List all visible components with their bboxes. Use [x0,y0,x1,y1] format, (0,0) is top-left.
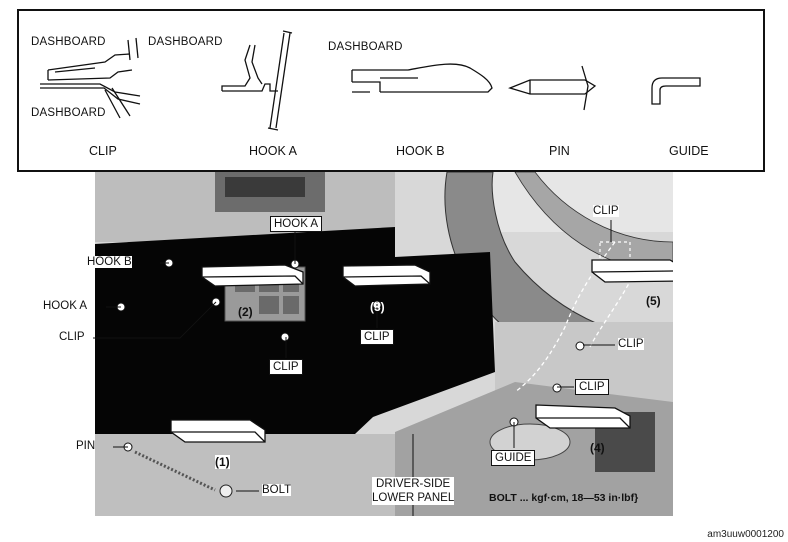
panel-label-line1: DRIVER-SIDE [376,478,451,490]
callout-clip-top-right: CLIP [593,205,619,217]
callout-hook-a-top: HOOK A [270,216,323,232]
clip-dashboard-label-top: DASHBOARD [31,36,106,48]
legend-panel [17,9,765,172]
callout-hook-a-left: HOOK A [43,300,88,312]
number-3: (3) [370,300,385,314]
clip-symbol [40,37,141,119]
panel-label-line2: LOWER PANEL [372,492,455,504]
number-4: (4) [590,441,605,455]
callout-hook-b: HOOK B [87,256,132,268]
callout-driver-side-lower-panel: DRIVER-SIDE LOWER PANEL [372,477,455,505]
callout-clip-left: CLIP [59,331,85,343]
legend-caption-pin: PIN [549,144,570,158]
callout-bolt: BOLT [262,484,292,496]
clip-dashboard-label-bottom: DASHBOARD [31,107,106,119]
guide-symbol [651,77,701,105]
number-2: (2) [238,305,253,319]
legend-caption-hook-a: HOOK A [249,144,297,158]
image-id: am3uuw0001200 [707,529,784,540]
photo-illustration [95,172,673,516]
hook-a-symbol [221,30,293,131]
callout-clip-3: CLIP [360,329,394,345]
legend-caption-clip: CLIP [89,144,117,158]
panel-arrows [170,259,673,443]
callout-guide: GUIDE [491,450,536,466]
hook-b-symbol [351,63,493,93]
legend-caption-guide: GUIDE [669,144,709,158]
hook-a-dashboard-label: DASHBOARD [148,36,223,48]
callout-clip-right-mid: CLIP [618,338,644,350]
torque-note: BOLT ... kgf·cm, 18—53 in·lbf} [489,492,639,504]
pin-symbol [508,65,597,111]
number-5: (5) [646,294,661,308]
callout-clip-center: CLIP [269,359,303,375]
number-1: (1) [215,455,230,469]
callout-clip-right-low: CLIP [575,379,609,395]
callout-pin: PIN [76,440,96,452]
legend-caption-hook-b: HOOK B [396,144,445,158]
hook-b-dashboard-label: DASHBOARD [328,41,403,53]
